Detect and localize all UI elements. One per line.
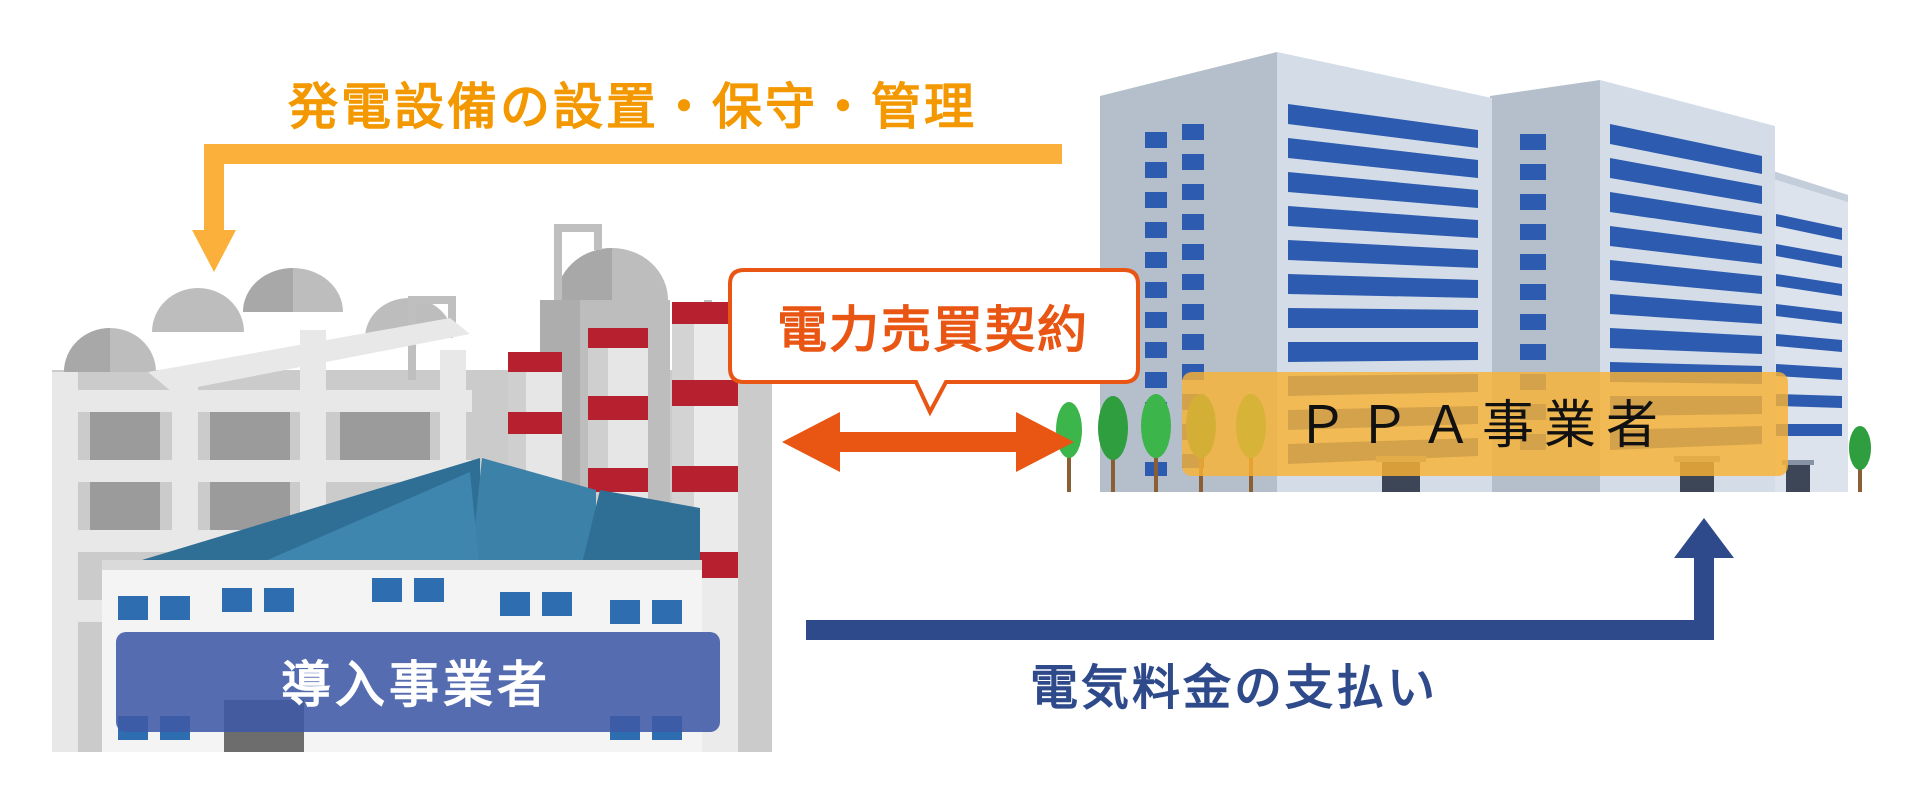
ppa-provider-box xyxy=(1182,372,1788,476)
contract-label: 電力売買契約 xyxy=(777,301,1089,359)
adopter-label: 導入事業者 xyxy=(281,656,551,714)
payment-flow-arrow xyxy=(806,518,1734,640)
maintenance-label: 発電設備の設置・保守・管理 xyxy=(288,78,977,136)
contract-double-arrow xyxy=(782,412,1074,472)
contract-bubble xyxy=(728,268,1140,417)
adopter-box xyxy=(116,632,720,732)
payment-label: 電気料金の支払い xyxy=(1030,660,1439,716)
ppa-provider-label: ＰＰＡ事業者 xyxy=(1295,396,1668,456)
maintenance-flow-arrow xyxy=(192,144,1062,272)
